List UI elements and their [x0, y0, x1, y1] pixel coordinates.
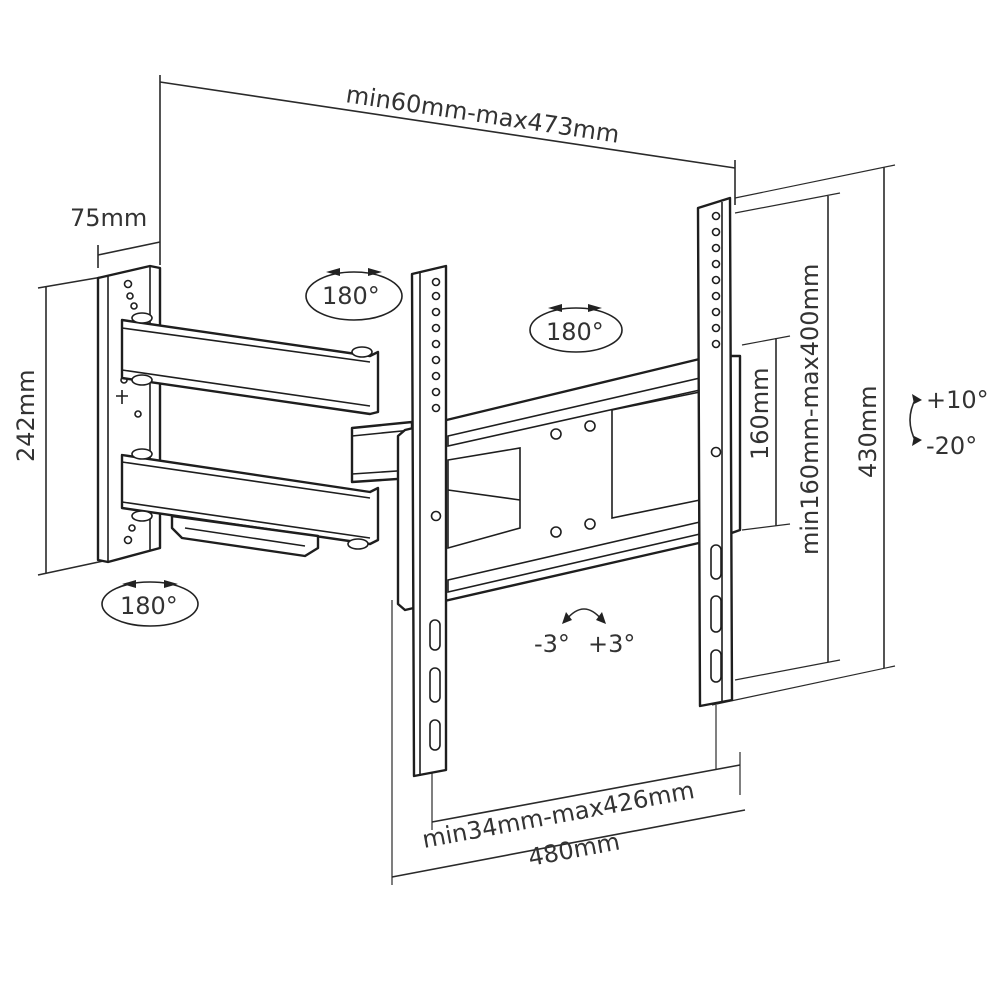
tilt-indicator: +10° -20°	[909, 386, 989, 460]
dimension-vesa-horizontal-range: min34mm-max426mm	[420, 705, 741, 854]
dimension-arm-extension: min60mm-max473mm	[159, 75, 736, 265]
swivel-badge-bottom-left: 180°	[101, 580, 199, 627]
dimension-vesa-vertical-range: min160mm-max400mm	[734, 192, 841, 681]
swivel-badge-top-left: 180°	[305, 268, 403, 321]
dimension-wall-plate-depth: 75mm	[70, 204, 161, 268]
swing-arm-upper	[120, 312, 380, 416]
arm-support-bracket	[170, 514, 320, 558]
swing-arm-lower	[120, 448, 380, 550]
wall-plate-height-label: 242mm	[12, 369, 40, 462]
rotate-left-label: -3°	[534, 630, 570, 658]
vertical-strap-right	[696, 196, 734, 708]
rotate-right-label: +3°	[588, 630, 635, 658]
tilt-down-label: -20°	[926, 432, 977, 460]
wall-plate-depth-label: 75mm	[70, 204, 147, 232]
rotation-indicator: -3° +3°	[534, 608, 635, 658]
swivel-top-left-label: 180°	[322, 282, 380, 310]
bracket-width-label: 480mm	[526, 827, 622, 871]
vesa-vertical-range-label: min160mm-max400mm	[796, 264, 824, 555]
vesa-160-label: 160mm	[746, 367, 774, 460]
dimension-wall-plate-height: 242mm	[12, 275, 109, 576]
dimension-vesa-160: 160mm	[741, 335, 791, 531]
swivel-top-center-label: 180°	[546, 318, 604, 346]
swivel-bottom-left-label: 180°	[120, 592, 178, 620]
tilt-up-label: +10°	[926, 386, 989, 414]
swivel-badge-top-center: 180°	[529, 304, 623, 353]
dimension-bracket-height: 430mm	[711, 164, 896, 706]
bracket-height-label: 430mm	[854, 385, 882, 478]
arm-extension-label: min60mm-max473mm	[344, 80, 621, 148]
vertical-strap-left	[410, 264, 448, 778]
cross-frame	[396, 354, 742, 612]
